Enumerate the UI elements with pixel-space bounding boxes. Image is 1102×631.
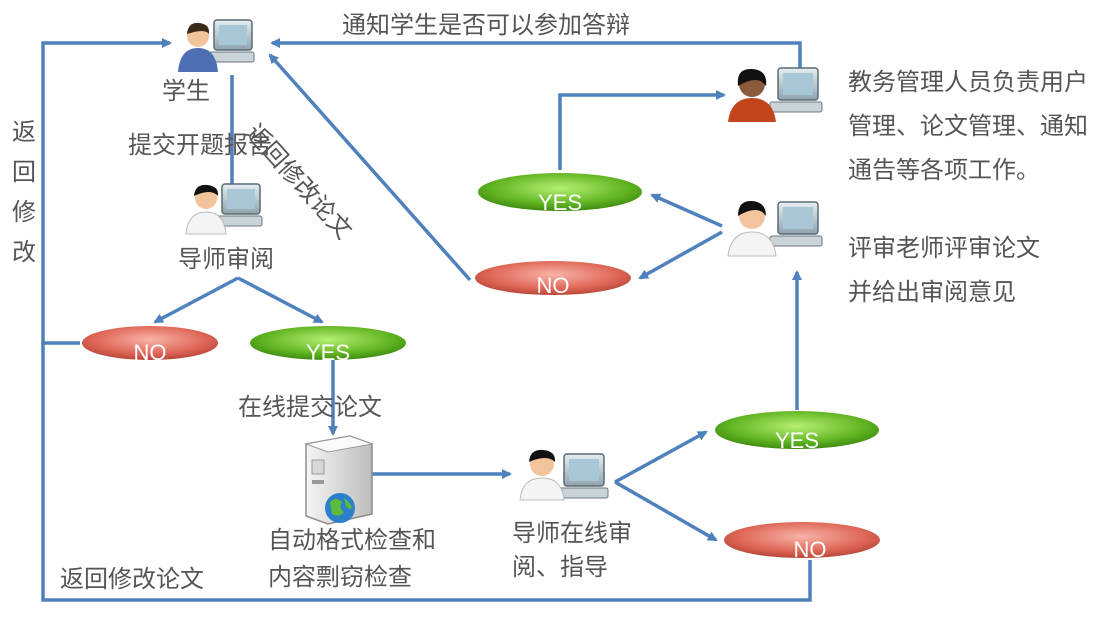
pill-yes-reviewer: YES xyxy=(478,173,642,215)
arrow-reviewer-to-no xyxy=(638,230,723,280)
admin-description: 教务管理人员负责用户管理、论文管理、通知通告等各项工作。 xyxy=(848,68,1088,184)
advisor-online-label: 导师在线审阅、指导 xyxy=(512,519,632,581)
auto-check-label: 自动格式检查和内容剽窃检查 xyxy=(268,526,436,591)
submit-proposal-label: 提交开题报告 xyxy=(128,131,272,159)
arrow-advisor-to-yes xyxy=(237,276,324,324)
left-return-label: 返回修改 xyxy=(12,118,36,266)
pill-no-reviewer-text: NO xyxy=(537,273,570,298)
bottom-return-label: 返回修改论文 xyxy=(60,565,204,593)
reviewer-description: 评审老师评审论文并给出审阅意见 xyxy=(848,234,1040,306)
arrow-left-return xyxy=(41,38,172,345)
arrow-yes-to-admin xyxy=(558,90,726,170)
pill-yes-advisor2-text: YES xyxy=(775,428,819,453)
pill-no-reviewer: NO xyxy=(475,261,631,298)
pill-no-advisor2-text: NO xyxy=(794,537,827,562)
arrow-advisor2-to-yes xyxy=(614,430,708,484)
admin-icon xyxy=(728,67,823,122)
arrow-advisor2-to-no xyxy=(614,480,718,542)
pill-no-advisor: NO xyxy=(82,326,218,365)
advisor-review-label: 导师审阅 xyxy=(178,245,274,273)
pill-yes-advisor2: YES xyxy=(715,411,879,453)
arrow-advisor-to-no xyxy=(153,276,239,324)
arrow-notify-student xyxy=(270,38,802,82)
pill-no-advisor-text: NO xyxy=(134,340,167,365)
connectors xyxy=(41,38,812,602)
reviewer-icon xyxy=(727,200,823,257)
pill-no-advisor2: NO xyxy=(724,522,880,562)
pill-yes-advisor-text: YES xyxy=(306,340,350,365)
pill-yes-reviewer-text: YES xyxy=(538,190,582,215)
arrow-reviewer-to-yes xyxy=(650,193,723,228)
advisor-icon xyxy=(185,183,263,235)
online-submit-label: 在线提交论文 xyxy=(238,393,382,421)
arrow-bottom-return xyxy=(41,343,812,602)
online-advisor-icon xyxy=(519,449,609,501)
top-notice-label: 通知学生是否可以参加答辩 xyxy=(342,11,630,39)
student-icon xyxy=(178,19,255,72)
server-icon xyxy=(304,435,374,525)
student-label: 学生 xyxy=(162,77,210,105)
pill-yes-advisor: YES xyxy=(250,326,406,365)
arrow-diag-return xyxy=(268,53,472,282)
